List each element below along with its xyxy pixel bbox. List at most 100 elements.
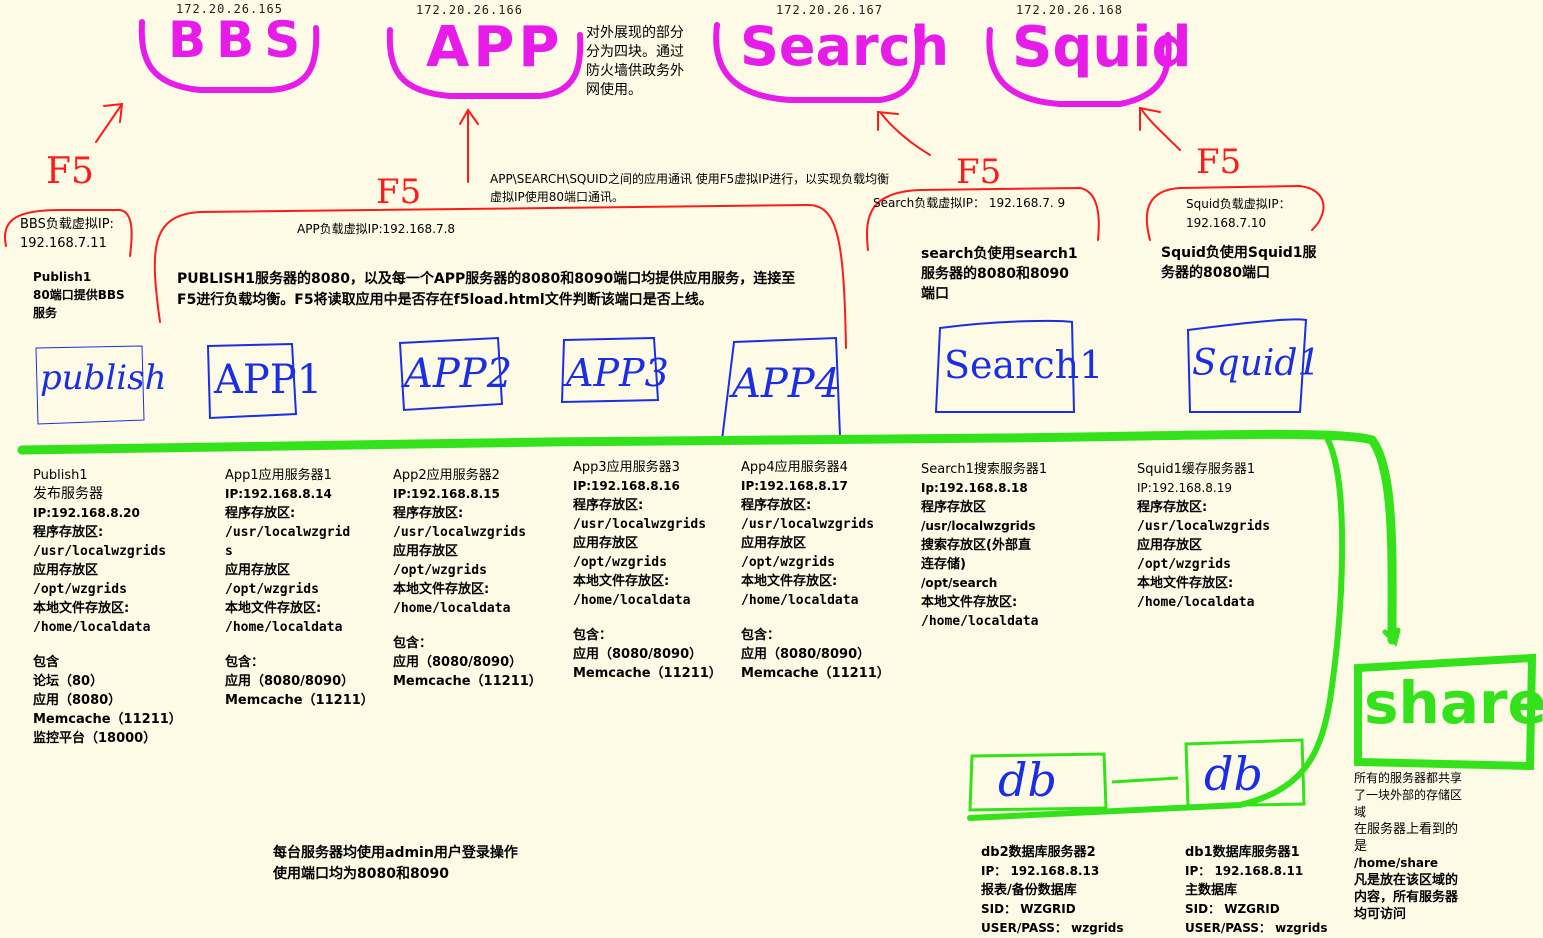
squid-ip: 172.20.26.168 xyxy=(1016,3,1123,17)
share-note-line: 凡是放在该区域的 xyxy=(1354,873,1459,888)
detail-line: Memcache（11211） xyxy=(393,674,542,689)
search-vip: Search负载虚拟IP： 192.168.7. 9 xyxy=(873,196,1066,210)
squid-note-line: 务器的8080端口 xyxy=(1161,265,1270,281)
detail-line: 搜索存放区(外部直 xyxy=(921,538,1031,553)
bbs-vip: BBS负载虚拟IP: 192.168.7.11 xyxy=(20,215,114,253)
detail-line: /usr/localwzgrid xyxy=(225,525,351,540)
squid-box-label: Squid1 xyxy=(1192,343,1321,384)
bbs-vip-line: BBS负载虚拟IP: xyxy=(20,217,114,232)
detail-line: 应用（8080/8090） xyxy=(573,647,703,662)
search-ip: 172.20.26.167 xyxy=(776,3,883,17)
app3-details: App3应用服务器3 IP:192.168.8.16 程序存放区: /usr/l… xyxy=(573,458,722,683)
detail-line: /opt/search xyxy=(921,576,998,590)
detail-line: 程序存放区: xyxy=(1137,500,1208,515)
f5-label-squid: F5 xyxy=(1196,142,1242,182)
search-note: search负使用search1 服务器的8080和8090 端口 xyxy=(921,244,1078,304)
squid-box xyxy=(1186,318,1308,413)
detail-line: App1应用服务器1 xyxy=(225,468,332,483)
detail-line: IP:192.168.8.15 xyxy=(393,487,500,501)
bbs-bowl xyxy=(138,19,320,93)
detail-line: 发布服务器 xyxy=(33,486,103,502)
bus-arrow xyxy=(1382,627,1401,647)
publish-note-line: 服务 xyxy=(33,306,58,320)
detail-line: 应用存放区 xyxy=(225,563,291,578)
f5-label-bbs: F5 xyxy=(46,151,94,192)
red-brackets xyxy=(3,184,1325,349)
detail-line: USER/PASS： wzgrids xyxy=(1185,921,1328,935)
detail-line: 应用存放区 xyxy=(741,536,807,551)
detail-line: IP:192.168.8.17 xyxy=(741,479,848,493)
detail-line: /usr/localwzgrids xyxy=(921,519,1036,533)
app3-box xyxy=(560,336,660,404)
detail-line: db2数据库服务器2 xyxy=(981,845,1096,860)
detail-line: 本地文件存放区: xyxy=(573,574,670,589)
detail-line: /opt/wzgrids xyxy=(1137,557,1231,572)
app-bracket xyxy=(153,203,847,349)
f5-note-line: 虚拟IP使用80端口通讯。 xyxy=(490,190,625,204)
app-note-line: PUBLISH1服务器的8080，以及每一个APP服务器的8080和8090端口… xyxy=(177,271,796,287)
detail-line: 程序存放区: xyxy=(33,525,104,540)
detail-line: SID： WZGRID xyxy=(1185,902,1280,916)
detail-line: s xyxy=(225,544,233,559)
detail-line: App2应用服务器2 xyxy=(393,468,500,483)
search-title: Search xyxy=(740,15,950,78)
detail-line: App3应用服务器3 xyxy=(573,460,680,475)
detail-line: /usr/localwzgrids xyxy=(573,517,707,532)
detail-line: 应用（8080/8090） xyxy=(225,674,355,689)
app-bowl xyxy=(386,27,584,99)
app1-box xyxy=(206,342,298,420)
db2-details: db2数据库服务器2 IP： 192.168.8.13 报表/备份数据库 SID… xyxy=(981,843,1124,938)
detail-line: Ip:192.168.8.18 xyxy=(921,481,1028,495)
detail-line: 程序存放区 xyxy=(921,500,987,515)
publish-box xyxy=(35,345,145,425)
detail-line: /usr/localwzgrids xyxy=(393,525,527,540)
db-boxes xyxy=(968,738,1306,812)
detail-line: 连存储) xyxy=(921,557,966,572)
detail-line: /usr/localwzgrids xyxy=(741,517,875,532)
detail-line: /home/localdata xyxy=(33,620,151,635)
external-note: 对外展现的部分 分为四块。通过 防火墙供政务外 网使用。 xyxy=(586,24,684,100)
squid-vip: Squid负载虚拟IP： 192.168.7.10 xyxy=(1186,195,1291,233)
db2-box xyxy=(968,752,1108,812)
bbs-vip-line: 192.168.7.11 xyxy=(20,236,107,251)
detail-line: 本地文件存放区: xyxy=(33,601,130,616)
detail-line: 应用（8080） xyxy=(33,693,122,708)
detail-line: Publish1 xyxy=(33,468,88,483)
share-note-line: 域 xyxy=(1354,805,1367,819)
db1-box-label: db xyxy=(1204,747,1263,801)
detail-line: App4应用服务器4 xyxy=(741,460,848,475)
share-box xyxy=(1354,653,1537,771)
detail-line: /home/localdata xyxy=(741,593,859,608)
detail-line: /opt/wzgrids xyxy=(573,555,667,570)
detail-line: USER/PASS： wzgrids xyxy=(981,921,1124,935)
bbs-ip: 172.20.26.165 xyxy=(176,2,283,16)
red-arrows xyxy=(95,102,1181,183)
admin-note: 每台服务器均使用admin用户登录操作 使用端口均为8080和8090 xyxy=(273,843,518,885)
publish-note-line: 80端口提供BBS xyxy=(33,288,125,302)
share-box-label: share xyxy=(1364,669,1543,737)
detail-line: Memcache（11211） xyxy=(573,666,722,681)
detail-line: IP： 192.168.8.11 xyxy=(1185,864,1304,878)
detail-line: 报表/备份数据库 xyxy=(981,883,1077,898)
detail-line: 监控平台（18000） xyxy=(33,731,157,746)
share-note-line: 在服务器上看到的 xyxy=(1354,822,1459,837)
db-link xyxy=(967,437,1346,821)
app2-details: App2应用服务器2 IP:192.168.8.15 程序存放区: /usr/l… xyxy=(393,466,542,691)
detail-line: 本地文件存放区: xyxy=(741,574,838,589)
arrow-search xyxy=(877,110,931,156)
detail-line: 主数据库 xyxy=(1185,883,1238,898)
detail-line: 包含： xyxy=(393,636,433,651)
search-note-line: 端口 xyxy=(921,286,949,302)
squid1-details: Squid1缓存服务器1 IP:192.168.8.19 程序存放区: /usr… xyxy=(1137,460,1270,612)
bbs-bracket xyxy=(3,209,133,257)
detail-line: 程序存放区: xyxy=(741,498,812,513)
detail-line: /home/localdata xyxy=(1137,595,1255,610)
search-bowl xyxy=(713,22,922,103)
search-box xyxy=(934,319,1076,413)
detail-line: 包含 xyxy=(33,655,60,670)
external-note-line: 分为四块。通过 xyxy=(586,44,684,60)
detail-line: 本地文件存放区: xyxy=(1137,576,1234,591)
squid-bowl xyxy=(986,27,1172,107)
search-note-line: 服务器的8080和8090 xyxy=(921,266,1069,282)
